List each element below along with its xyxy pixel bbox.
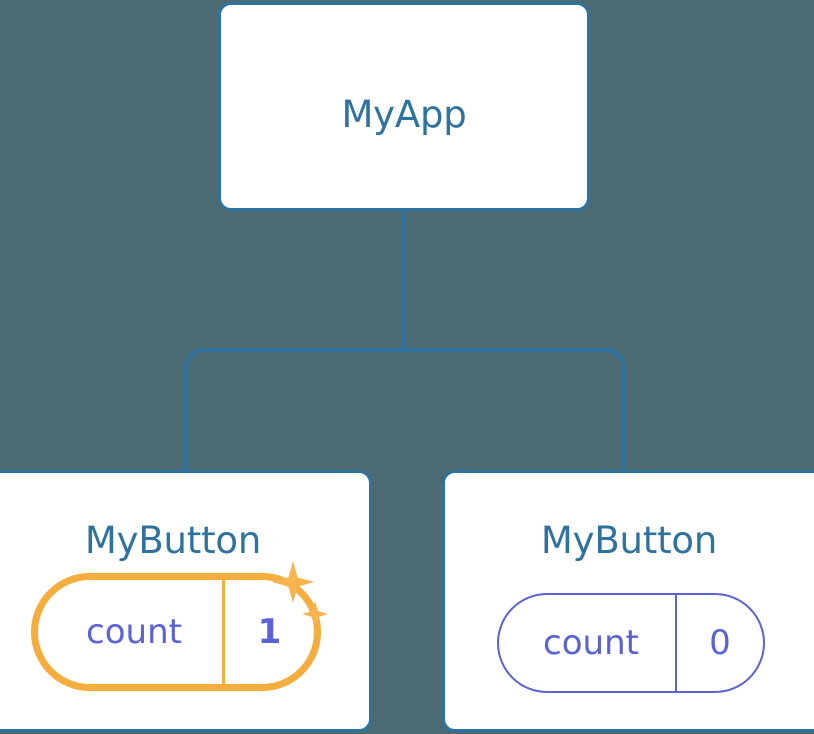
state-pill-default[interactable]: count 0 xyxy=(497,593,765,693)
state-value-label: 1 xyxy=(222,580,314,684)
state-pill[interactable]: count 1 xyxy=(31,573,321,691)
node-card-mybutton-1[interactable]: MyButton count 1 xyxy=(0,470,372,732)
edge-to-right-child xyxy=(404,348,626,472)
state-key-label: count xyxy=(543,623,639,663)
node-card-myapp[interactable]: MyApp xyxy=(218,2,590,211)
node-title: MyApp xyxy=(341,93,467,136)
state-pill-highlighted[interactable]: count 1 xyxy=(31,573,321,691)
state-pill[interactable]: count 0 xyxy=(497,593,765,693)
node-card-mybutton-2[interactable]: MyButton count 0 xyxy=(442,470,814,732)
node-title: MyButton xyxy=(540,519,718,562)
state-value-label: 0 xyxy=(675,595,763,691)
node-title: MyButton xyxy=(84,519,262,562)
edge-to-left-child xyxy=(184,348,404,472)
state-key-label: count xyxy=(86,612,182,652)
